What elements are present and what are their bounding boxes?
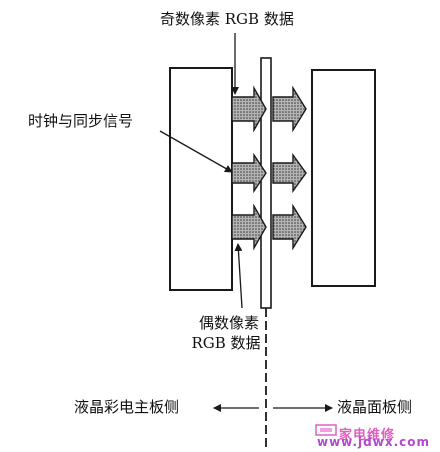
watermark-text: 家电维修 bbox=[339, 428, 396, 443]
even-pixel-label-line2: RGB 数据 bbox=[191, 334, 261, 352]
even-pixel-label-line1: 偶数像素 bbox=[198, 314, 259, 332]
mainboard-side-label: 液晶彩电主板侧 bbox=[74, 398, 180, 416]
odd-data-arrow-left bbox=[231, 85, 267, 133]
watermark-logo-icon bbox=[315, 424, 337, 436]
panel-box bbox=[311, 69, 376, 287]
panel-side-label: 液晶面板侧 bbox=[337, 398, 413, 416]
clock-leader-line bbox=[159, 130, 233, 173]
odd-pixel-rgb-label: 奇数像素 RGB 数据 bbox=[160, 10, 294, 28]
clock-sync-label: 时钟与同步信号 bbox=[28, 112, 134, 130]
watermark-url: www.jdwx.com bbox=[317, 435, 430, 449]
clock-arrow-right bbox=[272, 152, 307, 194]
site-watermark: 家电维修 www.jdwx.com bbox=[313, 422, 437, 450]
mainboard-box bbox=[169, 67, 233, 291]
even-data-arrow-right bbox=[272, 203, 307, 251]
connector-strip bbox=[260, 57, 272, 309]
clock-arrow-left bbox=[231, 152, 267, 194]
even-leader-line bbox=[234, 243, 243, 309]
even-data-arrow-left bbox=[231, 203, 267, 251]
odd-data-arrow-right bbox=[272, 85, 307, 133]
